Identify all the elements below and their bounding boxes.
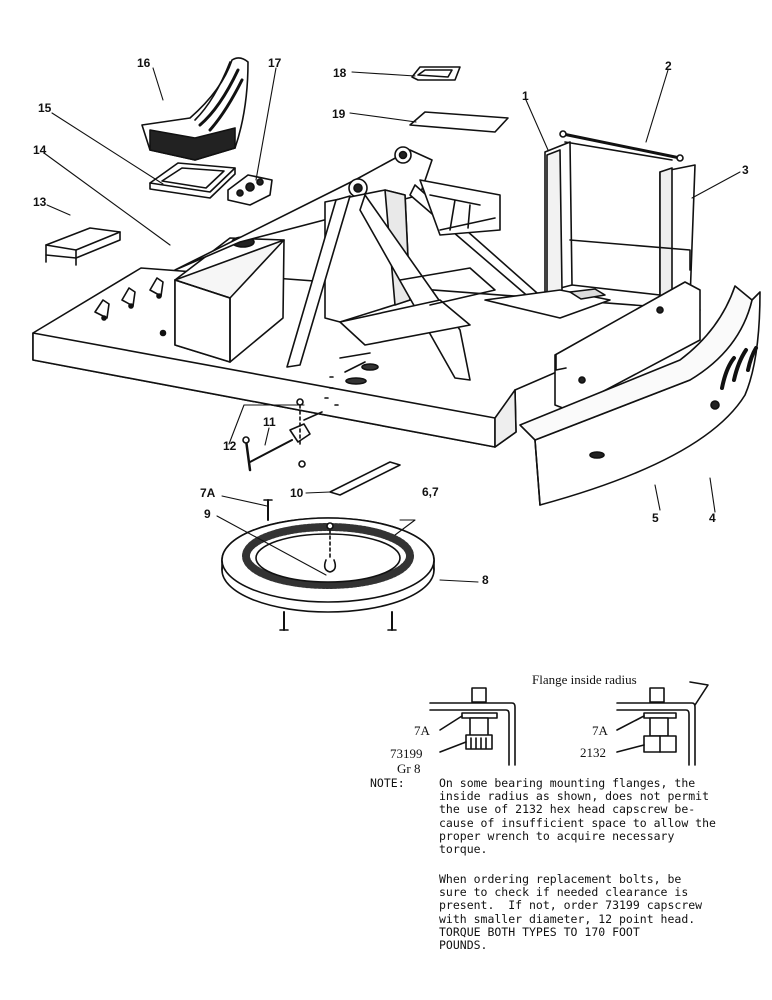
callout-15: 15 [38, 101, 52, 115]
linkage-11-12 [242, 398, 323, 472]
callout-14: 14 [33, 143, 47, 157]
callout-1: 1 [522, 89, 529, 103]
callout-5: 5 [652, 511, 659, 525]
callout-7a: 7A [200, 486, 216, 500]
rear-frame-walls [484, 141, 696, 319]
note-line: present. If not, order 73199 capscrew [439, 898, 703, 913]
detail-left-grade: Gr 8 [397, 761, 421, 776]
note-line: TORQUE BOTH TYPES TO 170 FOOT [439, 924, 640, 939]
note-line: sure to check if needed clearance is [439, 885, 689, 900]
callout-6-7: 6,7 [422, 485, 439, 499]
callout-leaders [43, 67, 741, 583]
note-paragraph-2: When ordering replacement bolts, be sure… [439, 872, 703, 953]
bearing-bolts [263, 499, 397, 631]
note-paragraph-1: On some bearing mounting flanges, the in… [439, 776, 716, 857]
detail-right-2132: 2132 [580, 745, 606, 760]
operator-seat [141, 57, 249, 161]
callout-8: 8 [482, 573, 489, 587]
seat-base-frame [149, 162, 236, 199]
callout-18: 18 [333, 66, 347, 80]
flange-inside-radius-label: Flange inside radius [532, 672, 637, 687]
note-line: proper wrench to acquire necessary [439, 828, 675, 843]
callout-19: 19 [332, 107, 346, 121]
detail-left-73199: 73199 [390, 746, 423, 761]
a-frame-mast [174, 146, 546, 381]
pad-19 [409, 111, 509, 133]
note-line: cause of insufficient space to allow the [439, 815, 716, 830]
note-line: inside radius as shown, does not permit [439, 789, 710, 804]
note-line: with smaller diameter, 12 point head. [439, 911, 696, 926]
callout-16: 16 [137, 56, 151, 70]
callout-13: 13 [33, 195, 47, 209]
note-line: the use of 2132 hex head capscrew be- [439, 802, 696, 817]
callout-17: 17 [268, 56, 282, 70]
note-prefix: NOTE: [370, 776, 405, 790]
callout-9: 9 [204, 507, 211, 521]
counterweight [519, 285, 761, 506]
note-line: POUNDS. [439, 938, 488, 953]
wear-strip-10 [329, 461, 401, 496]
note-line: torque. [439, 842, 488, 857]
cover-plate [45, 227, 121, 266]
control-block [227, 174, 273, 206]
note-line: On some bearing mounting flanges, the [439, 776, 696, 790]
side-rail-plate [554, 281, 701, 411]
detail-left-7a: 7A [414, 723, 430, 738]
detail-right-2132 [616, 681, 709, 766]
note-line: When ordering replacement bolts, be [439, 872, 682, 886]
pad-18 [411, 66, 461, 81]
rod-2 [559, 130, 684, 162]
callout-12: 12 [223, 439, 237, 453]
callout-3: 3 [742, 163, 749, 177]
callout-4: 4 [709, 511, 716, 525]
detail-left-73199 [429, 687, 516, 766]
callout-10: 10 [290, 486, 304, 500]
callout-2: 2 [665, 59, 672, 73]
swing-bearing-ring [221, 517, 435, 613]
detail-right-7a: 7A [592, 723, 608, 738]
callout-11: 11 [263, 415, 276, 429]
